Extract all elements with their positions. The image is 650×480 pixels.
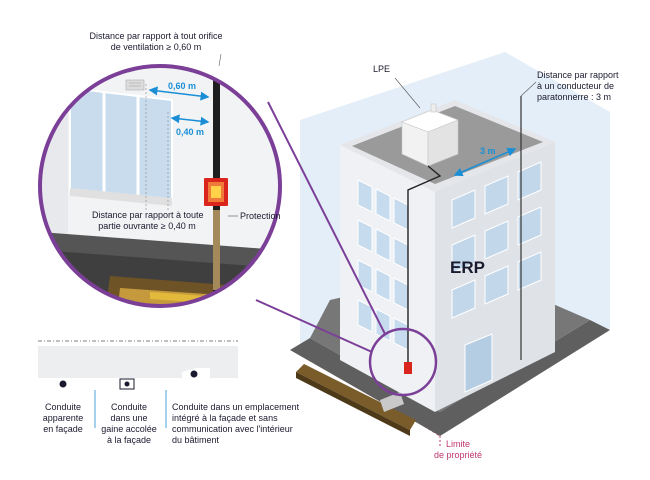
legend-item-exposed: Conduite apparente en façade bbox=[38, 402, 88, 435]
label-ventilation-line2: de ventilation ≥ 0,60 m bbox=[110, 42, 202, 52]
erp-label: ERP bbox=[450, 258, 485, 277]
label-ouvrante-line1: Distance par rapport à toute bbox=[92, 210, 204, 220]
label-limite-line2: de propriété bbox=[433, 450, 483, 460]
magnified-detail bbox=[40, 66, 280, 306]
label-ventilation-distance: Distance par rapport à tout orifice de v… bbox=[26, 31, 286, 53]
legend-exposed-line3: en façade bbox=[43, 424, 83, 434]
label-limite-line1: Limite bbox=[445, 439, 470, 449]
callout-big-circle bbox=[38, 64, 282, 308]
label-paratonnerre: Distance par rapport à un conducteur de … bbox=[537, 70, 619, 103]
legend-integrated-line2: intégré à la façade et sans bbox=[172, 413, 278, 423]
legend-item-sheath: Conduite dans une gaine accolée à la faç… bbox=[100, 402, 158, 446]
label-ouvrante-distance: Distance par rapport à toute partie ouvr… bbox=[92, 210, 204, 232]
legend-sheath-line1: Conduite bbox=[110, 402, 148, 412]
label-paratonnerre-line2: à un conducteur de bbox=[537, 81, 615, 91]
label-paratonnerre-line1: Distance par rapport bbox=[537, 70, 619, 80]
erp-building bbox=[340, 77, 555, 412]
legend-section bbox=[38, 340, 238, 428]
legend-integrated-line3: communication avec l'intérieur bbox=[172, 424, 293, 434]
legend-sheath-line2: dans une bbox=[110, 413, 148, 423]
label-limite-propriete: Limite de propriété bbox=[428, 439, 488, 461]
label-ventilation-line1: Distance par rapport à tout orifice bbox=[89, 31, 223, 41]
label-ouvrante-line2: partie ouvrante ≥ 0,40 m bbox=[98, 221, 196, 231]
label-protection: Protection bbox=[240, 211, 281, 221]
callout-small-circle bbox=[368, 327, 438, 397]
measure-040: 0,40 m bbox=[176, 127, 205, 137]
measure-3m: 3 m bbox=[480, 146, 496, 156]
legend-pipe-integrated-icon bbox=[190, 370, 198, 378]
label-lpe: LPE bbox=[373, 64, 391, 74]
legend-integrated-line4: du bâtiment bbox=[172, 435, 220, 445]
legend-pipe-exposed-icon bbox=[59, 380, 67, 388]
measure-060: 0,60 m bbox=[168, 81, 197, 91]
legend-exposed-line2: apparente bbox=[42, 413, 84, 423]
legend-integrated-line1: Conduite dans un emplacement bbox=[172, 402, 300, 412]
legend-exposed-line1: Conduite bbox=[44, 402, 82, 412]
label-paratonnerre-line3: paratonnerre : 3 m bbox=[537, 92, 612, 102]
legend-item-integrated: Conduite dans un emplacement intégré à l… bbox=[172, 402, 299, 446]
legend-sheath-line4: à la façade bbox=[106, 435, 152, 445]
trench bbox=[296, 364, 416, 436]
legend-sheath-line3: gaine accolée bbox=[101, 424, 157, 434]
